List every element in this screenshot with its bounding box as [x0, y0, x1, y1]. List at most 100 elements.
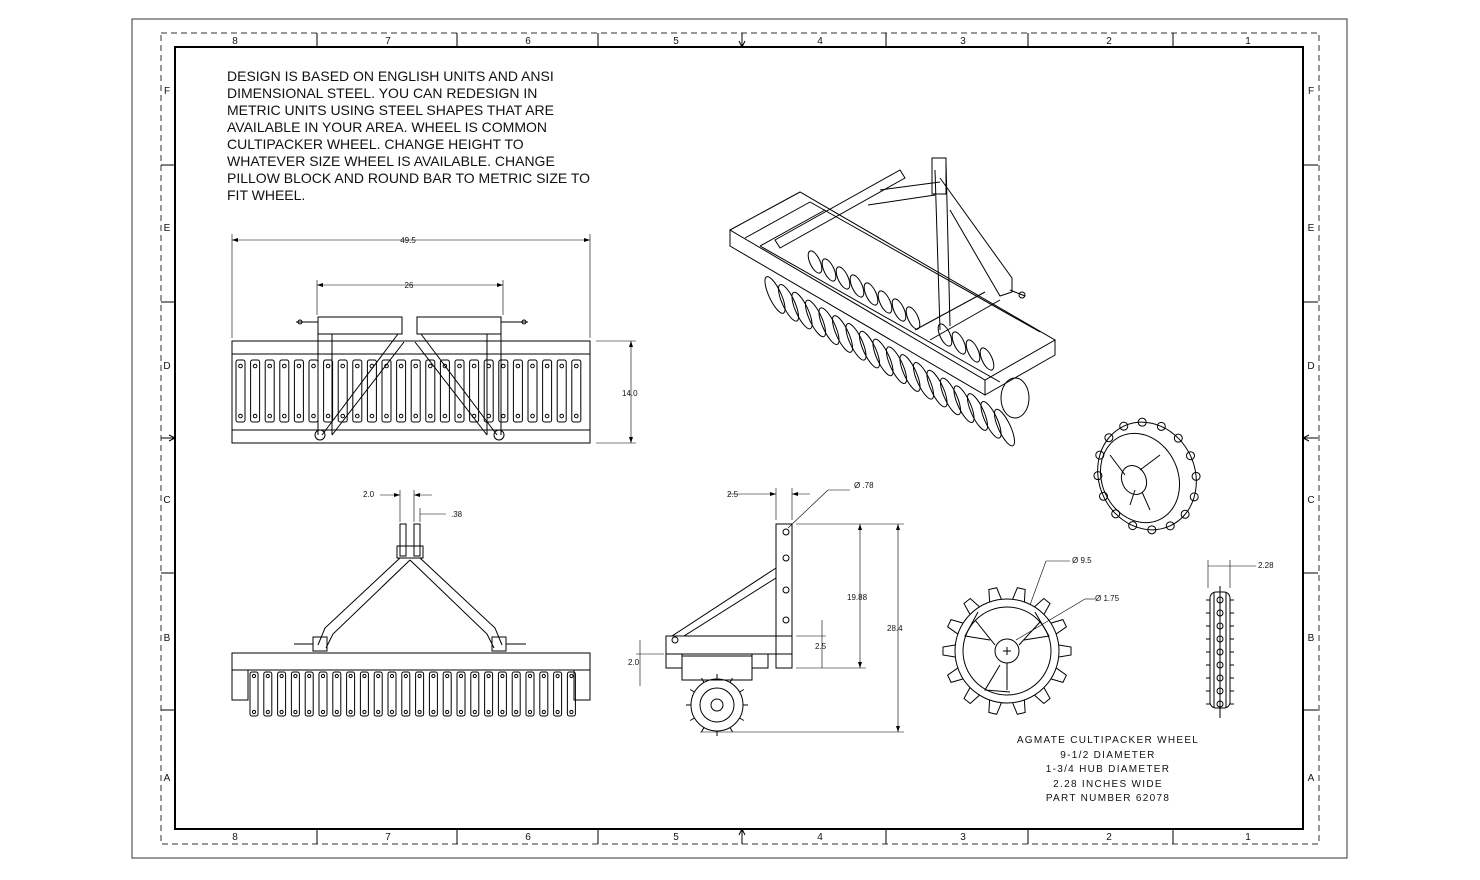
wheel-tooth — [1034, 687, 1051, 705]
zone-row-label: C — [1307, 495, 1314, 506]
packer-wheel — [263, 671, 273, 717]
zone-row-label: E — [164, 223, 171, 234]
packer-wheel — [498, 359, 509, 423]
packer-wheel — [953, 385, 975, 424]
packer-wheel — [939, 377, 962, 416]
wheel-tooth — [963, 687, 980, 705]
zone-column-label: 6 — [525, 832, 531, 843]
wheel-info-block: AGMATE CULTIPACKER WHEEL 9-1/2 DIAMETER … — [998, 734, 1218, 807]
packer-wheel — [337, 359, 348, 423]
packer-wheel — [885, 346, 908, 385]
zone-column-label: 5 — [673, 832, 679, 843]
packer-wheel — [497, 671, 507, 717]
dim-top-pin-width: 2.0 — [363, 490, 375, 499]
center-mark-bottom — [738, 827, 746, 843]
wheel-tooth — [988, 587, 1002, 602]
packer-wheel — [764, 276, 786, 314]
center-mark-top — [738, 34, 746, 49]
center-mark-left — [162, 434, 177, 442]
packer-wheel — [264, 359, 275, 423]
packer-wheel — [872, 338, 894, 377]
packer-wheel — [401, 671, 411, 717]
packer-wheel — [804, 299, 827, 338]
packer-wheel — [777, 283, 800, 322]
note-line: PILLOW BLOCK AND ROUND BAR TO METRIC SIZ… — [227, 170, 591, 186]
note-line: DIMENSIONAL STEEL. YOU CAN REDESIGN IN — [227, 85, 538, 101]
packer-wheel — [512, 359, 523, 423]
packer-wheel — [912, 361, 935, 400]
isometric-view — [728, 157, 1057, 447]
packer-wheel — [539, 671, 549, 717]
packer-wheel — [366, 359, 377, 423]
packer-wheel — [484, 671, 494, 717]
dim-front-height: 14.0 — [622, 389, 638, 398]
packer-wheel — [456, 671, 466, 717]
wheel-tooth — [942, 644, 956, 658]
wheel-info-line: 2.28 INCHES WIDE — [1053, 778, 1163, 790]
note-line: METRIC UNITS USING STEEL SHAPES THAT ARE — [227, 102, 554, 118]
wheel-tooth — [946, 667, 963, 683]
packer-wheel — [993, 408, 1016, 447]
packer-wheel — [470, 671, 480, 717]
zone-column-label: 5 — [673, 36, 679, 47]
top-view — [231, 490, 591, 717]
packer-wheel — [831, 315, 854, 353]
packer-wheel — [926, 369, 948, 408]
packer-wheel — [511, 671, 521, 717]
note-line: WHATEVER SIZE WHEEL IS AVAILABLE. CHANGE — [227, 153, 555, 169]
front-view — [231, 234, 636, 444]
packer-wheel — [542, 359, 553, 423]
zone-column-label: 1 — [1245, 832, 1251, 843]
zone-row-label: A — [164, 773, 171, 784]
dim-wheel-dia: Ø 9.5 — [1072, 556, 1092, 565]
packer-wheel — [290, 671, 300, 717]
packer-wheel — [381, 359, 392, 423]
zone-column-label: 7 — [385, 832, 391, 843]
zone-row-label: E — [1308, 223, 1315, 234]
packer-wheel — [279, 359, 290, 423]
zone-column-label: 1 — [1245, 36, 1251, 47]
zone-row-label: C — [163, 495, 170, 506]
wheel-tooth — [1051, 667, 1068, 683]
zone-column-label: 8 — [232, 832, 238, 843]
zone-row-label: A — [1308, 773, 1315, 784]
packer-wheel — [373, 671, 383, 717]
packer-wheel — [690, 678, 744, 732]
wheel-info-line: PART NUMBER 62078 — [1045, 793, 1171, 804]
zone-column-label: 2 — [1106, 832, 1112, 843]
zone-column-label: 4 — [817, 832, 823, 843]
zone-column-label: 6 — [525, 36, 531, 47]
zone-column-label: 8 — [232, 36, 238, 47]
packer-wheel — [308, 359, 319, 423]
packer-wheel — [304, 671, 314, 717]
dim-side-offset: 2.5 — [727, 490, 739, 499]
zone-column-label: 3 — [960, 36, 966, 47]
packer-wheel — [332, 671, 342, 717]
packer-wheel — [791, 291, 813, 330]
note-line: CULTIPACKER WHEEL. CHANGE HEIGHT TO — [227, 136, 524, 152]
wheel-isometric — [1093, 417, 1201, 535]
packer-wheel — [899, 354, 921, 392]
packer-wheel — [415, 671, 425, 717]
wheel-tooth — [1051, 619, 1068, 635]
packer-wheel — [346, 671, 356, 717]
zone-column-label: 7 — [385, 36, 391, 47]
packer-wheel — [396, 359, 407, 423]
dim-front-hitch-span: 26 — [405, 281, 414, 290]
zone-row-label: B — [1308, 633, 1315, 644]
packer-wheel — [250, 359, 261, 423]
packer-wheel — [277, 671, 287, 717]
wheel-info-line: AGMATE CULTIPACKER WHEEL — [1016, 735, 1200, 746]
packer-wheel — [318, 671, 328, 717]
zone-row-label: F — [1308, 86, 1314, 97]
packer-wheel — [359, 671, 369, 717]
wheel-tooth — [988, 700, 1002, 715]
packer-wheel — [966, 393, 989, 431]
packer-wheel — [858, 330, 881, 369]
packer-wheel — [442, 671, 452, 717]
center-mark-right — [1301, 434, 1318, 442]
wheel-info-line: 1-3/4 HUB DIAMETER — [1045, 764, 1171, 775]
packer-wheel — [556, 359, 567, 423]
